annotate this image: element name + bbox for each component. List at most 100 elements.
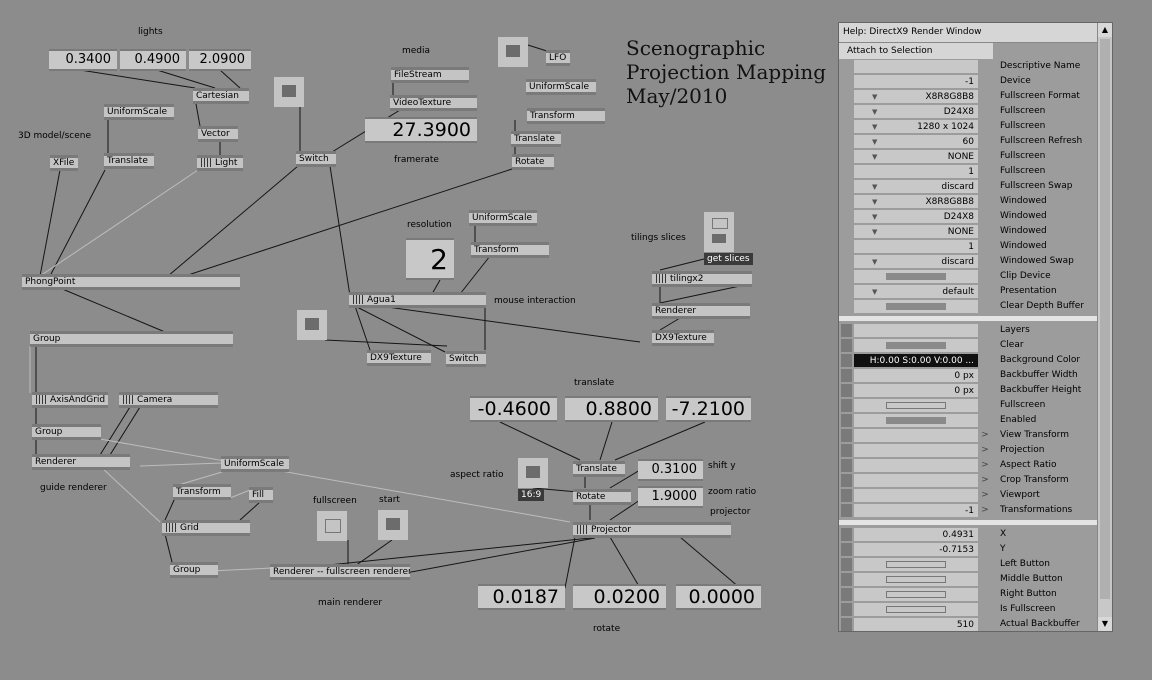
node-pin[interactable] (75, 437, 79, 440)
node-pin[interactable] (469, 223, 473, 226)
node-renderer-2[interactable]: Renderer (32, 454, 130, 470)
node-pin[interactable] (190, 274, 194, 277)
node-pin[interactable] (546, 121, 550, 124)
node-uniformscale-2[interactable]: UniformScale (526, 79, 596, 95)
node-pin[interactable] (566, 63, 570, 66)
chevron-down-icon[interactable]: ▼ (872, 228, 878, 236)
node-pin[interactable] (700, 284, 704, 287)
node-agua[interactable]: |||| Agua1 (349, 292, 486, 308)
node-pin[interactable] (144, 274, 148, 277)
attach-to-selection-button[interactable]: Attach to Selection (839, 43, 993, 59)
node-pin[interactable] (167, 392, 171, 395)
inspector-value[interactable] (854, 489, 978, 502)
node-pin[interactable] (168, 331, 172, 334)
slices-toggle[interactable] (704, 212, 734, 252)
inspector-value[interactable]: ▼1280 x 1024 (854, 120, 978, 133)
node-pin[interactable] (32, 392, 36, 395)
node-pin[interactable] (469, 210, 473, 213)
node-pin[interactable] (162, 533, 166, 536)
node-pin[interactable] (160, 274, 164, 277)
node-pin[interactable] (573, 502, 577, 505)
node-pin[interactable] (583, 121, 587, 124)
scroll-down-icon[interactable]: ▼ (1098, 617, 1112, 631)
node-pin[interactable] (54, 424, 58, 427)
expand-arrow-icon[interactable]: > (981, 430, 989, 440)
node-pin[interactable] (423, 108, 427, 111)
node-pin[interactable] (48, 454, 52, 457)
node-pin[interactable] (127, 153, 131, 156)
node-pin[interactable] (154, 117, 158, 120)
node-pin[interactable] (366, 292, 370, 295)
node-pin[interactable] (592, 79, 596, 82)
node-pin[interactable] (170, 562, 174, 565)
node-pin[interactable] (543, 92, 547, 95)
node-pin[interactable] (627, 489, 631, 492)
chevron-down-icon[interactable]: ▼ (872, 183, 878, 191)
node-pin[interactable] (391, 577, 395, 580)
node-pin[interactable] (229, 344, 233, 347)
node-pin[interactable] (63, 454, 67, 457)
node-uniformscale-1[interactable]: UniformScale (104, 104, 174, 120)
node-pin[interactable] (63, 467, 67, 470)
chevron-down-icon[interactable]: ▼ (872, 153, 878, 161)
rotate-z-value[interactable]: 0.0000 (676, 584, 761, 610)
node-pin[interactable] (296, 151, 300, 154)
expand-arrow-icon[interactable]: > (981, 460, 989, 470)
inspector-value[interactable]: ▼NONE (854, 225, 978, 238)
node-pin[interactable] (160, 287, 164, 290)
inspector-value[interactable] (854, 603, 978, 616)
node-pin[interactable] (30, 344, 34, 347)
node-pin[interactable] (387, 350, 391, 353)
node-dx9texture-1[interactable]: DX9Texture (652, 330, 714, 346)
node-pin[interactable] (691, 330, 695, 333)
node-pin[interactable] (576, 79, 580, 82)
node-pin[interactable] (367, 350, 371, 353)
node-pin[interactable] (447, 80, 451, 83)
inspector-value[interactable]: ▼D24X8 (854, 105, 978, 118)
node-pin[interactable] (490, 242, 494, 245)
node-pin[interactable] (53, 274, 57, 277)
node-pin[interactable] (391, 564, 395, 567)
node-pin[interactable] (74, 155, 78, 158)
node-pin[interactable] (716, 271, 720, 274)
node-pin[interactable] (683, 316, 687, 319)
node-pin[interactable] (330, 564, 334, 567)
node-pin[interactable] (192, 562, 196, 565)
framerate-value[interactable]: 27.3900 (365, 117, 477, 143)
node-pin[interactable] (650, 535, 654, 538)
node-pin[interactable] (86, 405, 90, 408)
node-pin[interactable] (175, 287, 179, 290)
chevron-down-icon[interactable]: ▼ (872, 138, 878, 146)
node-pin[interactable] (212, 533, 216, 536)
inspector-row[interactable]: Middle Button (839, 572, 1112, 587)
node-pin[interactable] (390, 108, 394, 111)
node-pin[interactable] (730, 303, 734, 306)
node-pin[interactable] (652, 330, 656, 333)
node-pin[interactable] (48, 467, 52, 470)
node-pin[interactable] (79, 467, 83, 470)
node-pin[interactable] (214, 344, 218, 347)
node-pin[interactable] (110, 467, 114, 470)
node-pin[interactable] (214, 405, 218, 408)
inspector-value[interactable] (854, 339, 978, 352)
node-pin[interactable] (32, 454, 36, 457)
node-pin[interactable] (196, 520, 200, 523)
inspector-row[interactable]: Right Button (839, 587, 1112, 602)
node-pin[interactable] (391, 67, 395, 70)
node-pin[interactable] (482, 364, 486, 367)
shift-y-value[interactable]: 0.3100 (638, 459, 703, 481)
node-tilings[interactable]: |||| tilingx2 (652, 271, 752, 287)
node-pin[interactable] (471, 255, 475, 258)
node-pin[interactable] (236, 274, 240, 277)
node-pin[interactable] (150, 166, 154, 169)
scroll-thumb[interactable] (1100, 39, 1110, 599)
inspector-row[interactable]: Is Fullscreen (839, 602, 1112, 617)
node-pin[interactable] (75, 424, 79, 427)
node-pin[interactable] (440, 108, 444, 111)
